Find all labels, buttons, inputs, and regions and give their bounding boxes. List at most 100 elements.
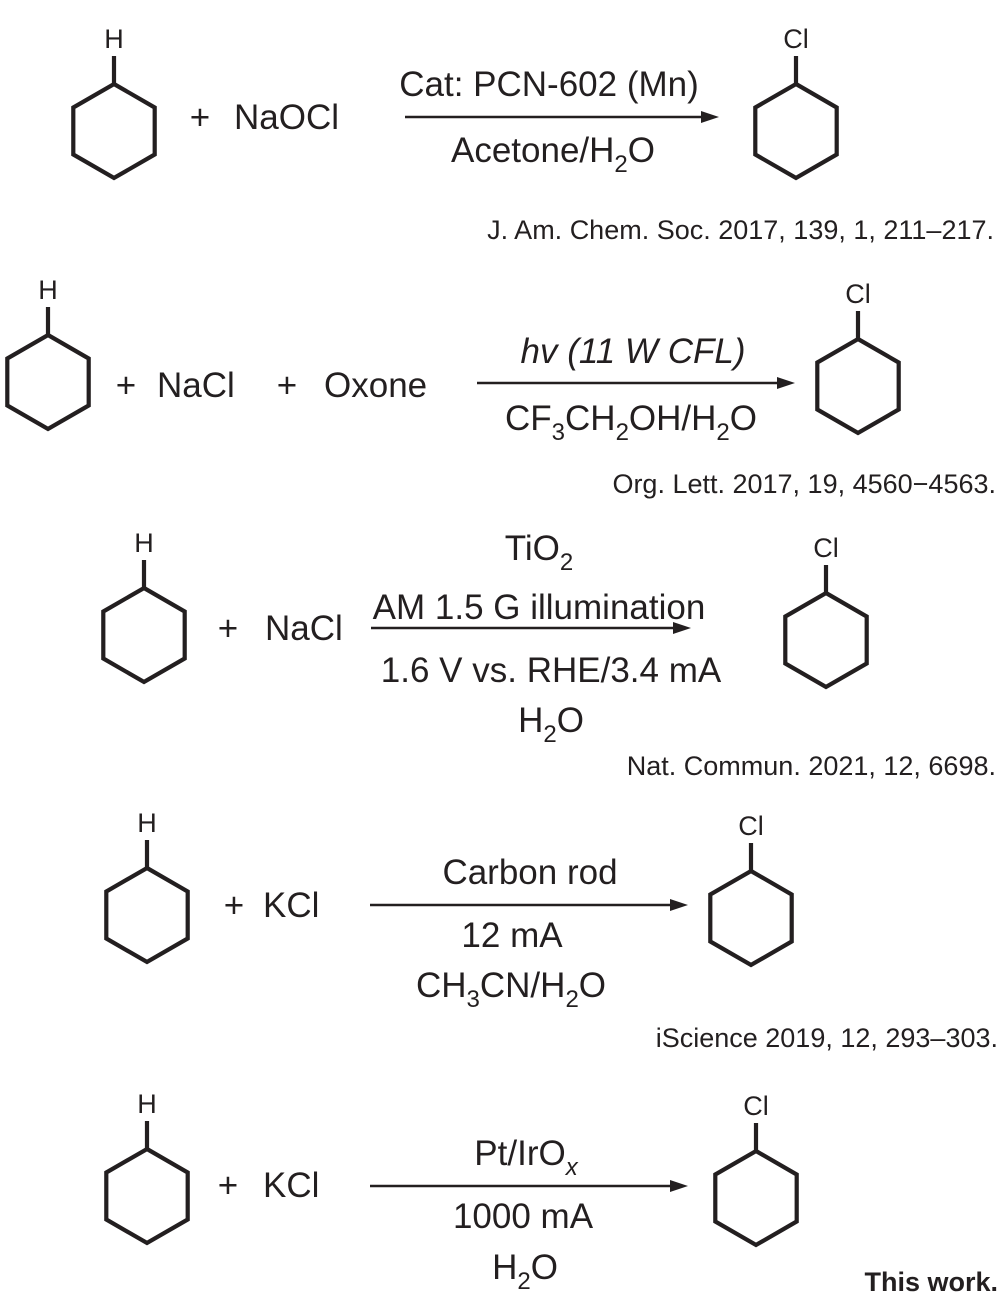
condition-below: Acetone/H2O: [451, 131, 655, 178]
subscript: 2: [565, 986, 578, 1013]
text-segment: AM 1.5 G illumination: [373, 588, 706, 627]
cyclohexane-ring: [713, 1148, 799, 1248]
chlorocyclohexane-product: Cl: [708, 811, 794, 968]
cyclohexane-starting-material: H: [104, 808, 190, 965]
cyclohexane-starting-material: H: [101, 528, 187, 685]
plus-sign: +: [218, 609, 238, 648]
literature-reference: iScience 2019, 12, 293–303.: [656, 1023, 998, 1053]
atom-label: H: [137, 1089, 157, 1119]
text-segment: Cat: PCN-602 (Mn): [399, 65, 699, 104]
chlorocyclohexane-product: Cl: [753, 24, 839, 181]
atom-label: H: [104, 24, 124, 54]
atom-label: Cl: [845, 279, 871, 309]
atom-label: H: [38, 275, 58, 305]
subscript: 3: [467, 986, 480, 1013]
subscript: 2: [716, 419, 729, 446]
subscript: 2: [616, 419, 629, 446]
text-segment: O: [531, 1248, 558, 1287]
arrow-head: [670, 1180, 688, 1192]
cyclohexane-ring: [5, 332, 91, 432]
text-segment: O: [628, 131, 655, 170]
plus-sign: +: [116, 366, 136, 405]
plus-sign: +: [224, 886, 244, 925]
plus-sign: +: [277, 366, 297, 405]
chlorocyclohexane-product: Cl: [815, 279, 901, 436]
text-segment: OH/H: [629, 399, 717, 438]
cyclohexane-ring: [815, 336, 901, 436]
condition-below: CH3CN/H2O: [416, 966, 606, 1013]
literature-reference: Org. Lett. 2017, 19, 4560−4563.: [612, 469, 996, 499]
reagent-nacl: NaCl: [265, 609, 343, 648]
chlorocyclohexane-product: Cl: [783, 533, 869, 690]
text-segment: O: [579, 966, 606, 1005]
cyclohexane-starting-material: H: [5, 275, 91, 432]
text-segment: Pt/IrO: [474, 1134, 565, 1173]
text-segment: hv (11 W CFL): [521, 332, 746, 371]
text-segment: 1.6 V vs. RHE/3.4 mA: [381, 651, 722, 690]
text-segment: 12 mA: [461, 916, 563, 955]
chlorocyclohexane-product: Cl: [713, 1091, 799, 1248]
cyclohexane-ring: [783, 590, 869, 690]
condition-above: Cat: PCN-602 (Mn): [399, 65, 699, 104]
cyclohexane-ring: [104, 865, 190, 965]
condition-below: 12 mA: [461, 916, 563, 955]
text-segment: O: [730, 399, 757, 438]
reagent-nacl: NaCl: [157, 366, 235, 405]
atom-label: Cl: [783, 24, 809, 54]
plus-sign: +: [190, 98, 210, 137]
arrow-head: [777, 377, 795, 389]
condition-above: Pt/IrOx: [474, 1134, 578, 1181]
reagent-kcl: KCl: [263, 886, 319, 925]
text-segment: H: [492, 1248, 517, 1287]
atom-label: H: [137, 808, 157, 838]
condition-below: CF3CH2OH/H2O: [505, 399, 757, 446]
reagent-kcl: KCl: [263, 1166, 319, 1205]
arrow-head: [701, 111, 719, 123]
arrow-head: [670, 899, 688, 911]
subscript: 2: [560, 549, 573, 576]
text-segment: O: [557, 701, 584, 740]
text-segment: CN/H: [480, 966, 566, 1005]
text-segment: CH: [565, 399, 616, 438]
text-segment: Acetone/H: [451, 131, 614, 170]
literature-reference: J. Am. Chem. Soc. 2017, 139, 1, 211–217.: [487, 215, 994, 245]
cyclohexane-ring: [753, 81, 839, 181]
condition-below: 1.6 V vs. RHE/3.4 mA: [381, 651, 722, 690]
text-segment: TiO: [505, 529, 560, 568]
condition-above: AM 1.5 G illumination: [373, 588, 706, 627]
subscript: 2: [517, 1268, 530, 1292]
cyclohexane-starting-material: H: [104, 1089, 190, 1246]
atom-label: Cl: [813, 533, 839, 563]
reagent-naocl: NaOCl: [234, 98, 339, 137]
condition-above: Carbon rod: [442, 853, 617, 892]
text-segment: Carbon rod: [442, 853, 617, 892]
atom-label: Cl: [743, 1091, 769, 1121]
cyclohexane-ring: [101, 585, 187, 685]
cyclohexane-ring: [71, 81, 157, 181]
text-segment: CF: [505, 399, 552, 438]
literature-reference: This work.: [864, 1267, 998, 1292]
atom-label: H: [134, 528, 154, 558]
atom-label: Cl: [738, 811, 764, 841]
text-segment: CH: [416, 966, 467, 1005]
subscript: x: [565, 1154, 579, 1181]
subscript: 2: [543, 721, 556, 748]
condition-below: H2O: [518, 701, 584, 748]
arrow-head: [673, 622, 691, 634]
cyclohexane-ring: [104, 1146, 190, 1246]
reaction-1: H Cl + NaOCl Cat: PCN-602 (Mn) Acetone/H2O J. …: [71, 24, 994, 245]
text-segment: H: [518, 701, 543, 740]
text-segment: 1000 mA: [453, 1197, 594, 1236]
literature-reference: Nat. Commun. 2021, 12, 6698.: [627, 751, 996, 781]
reagent-oxone: Oxone: [324, 366, 427, 405]
condition-above: TiO2: [505, 529, 573, 576]
condition-below: 1000 mA: [453, 1197, 594, 1236]
condition-above: hv (11 W CFL): [521, 332, 746, 371]
subscript: 2: [614, 151, 627, 178]
cyclohexane-ring: [708, 868, 794, 968]
